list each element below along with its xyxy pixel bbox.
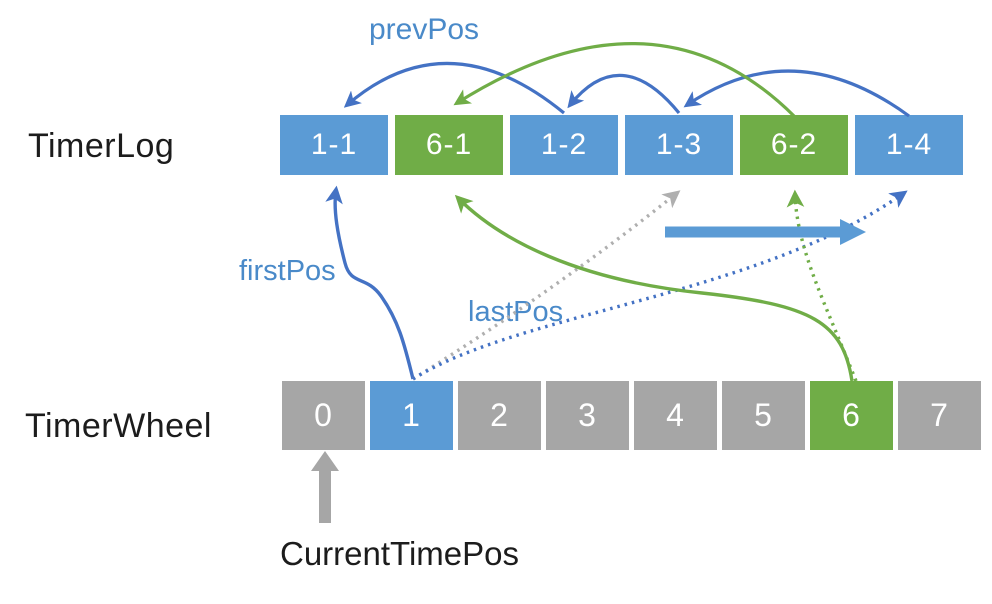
prevpos-label: prevPos bbox=[369, 13, 480, 46]
timerlog-cell-6-2: 6-2 bbox=[740, 115, 848, 175]
prevpos-arrow-6-2-to-6-1 bbox=[453, 42, 796, 118]
timerlog-cell-1-3: 1-3 bbox=[625, 115, 733, 175]
prevpos-arrow-1-3-to-1-2 bbox=[567, 73, 681, 115]
firstpos-label: firstPos bbox=[239, 255, 336, 287]
timerwheel-cell-0: 0 bbox=[282, 381, 365, 450]
prevpos-arrow-1-4-to-1-3 bbox=[683, 69, 910, 118]
timerwheel-cell-5: 5 bbox=[722, 381, 805, 450]
currenttimepos-label: CurrentTimePos bbox=[280, 535, 520, 572]
timerlog-cell-1-4: 1-4 bbox=[855, 115, 963, 175]
lastpos-arrow-wheel1-to-1-4 bbox=[412, 190, 908, 381]
timerwheel-cell-7: 7 bbox=[898, 381, 981, 450]
timerwheel-title: TimerWheel bbox=[25, 407, 212, 445]
timerwheel-cell-6: 6 bbox=[810, 381, 893, 450]
timerwheel-cell-4: 4 bbox=[634, 381, 717, 450]
prevpos-arrow-1-2-to-1-1 bbox=[343, 61, 566, 115]
lastpos-label: lastPos bbox=[468, 296, 564, 328]
dotted-arrow-wheel6-to-6-2 bbox=[786, 189, 858, 382]
scan-direction-arrow bbox=[665, 219, 866, 245]
timerwheel-cell-3: 3 bbox=[546, 381, 629, 450]
timerlog-title: TimerLog bbox=[28, 127, 175, 165]
timerlog-cell-1-2: 1-2 bbox=[510, 115, 618, 175]
timerwheel-cell-2: 2 bbox=[458, 381, 541, 450]
arrow-wheel6-to-6-1 bbox=[454, 194, 854, 382]
timerwheel-cell-1: 1 bbox=[370, 381, 453, 450]
dotted-arrow-wheel1-to-1-3 bbox=[412, 190, 681, 381]
timerlog-cell-6-1: 6-1 bbox=[395, 115, 503, 175]
currenttimepos-arrow bbox=[311, 451, 339, 523]
firstpos-arrow-wheel1-to-1-1 bbox=[325, 185, 415, 380]
timerlog-cell-1-1: 1-1 bbox=[280, 115, 388, 175]
